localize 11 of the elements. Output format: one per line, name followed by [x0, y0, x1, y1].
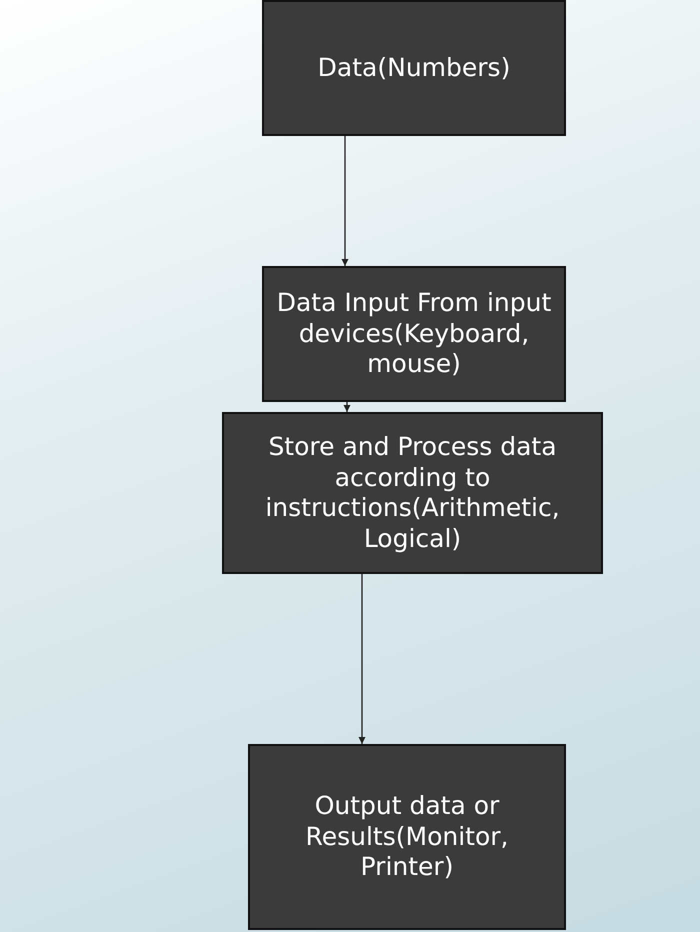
process-box	[262, 266, 566, 402]
process-box	[248, 744, 566, 930]
box-text: Data(Numbers)	[318, 52, 510, 84]
box-text: Store and Process data according to instructions(Arithmetic, Logical)	[264, 432, 561, 554]
process-box	[222, 412, 603, 574]
box-text: Data Input From input devices(Keyboard, mouse)	[276, 288, 552, 380]
arrow	[344, 402, 350, 412]
arrow	[358, 574, 366, 744]
process-box	[262, 0, 566, 136]
arrow	[342, 136, 348, 266]
box-text: Output data or Results(Monitor, Printer)	[304, 791, 510, 883]
